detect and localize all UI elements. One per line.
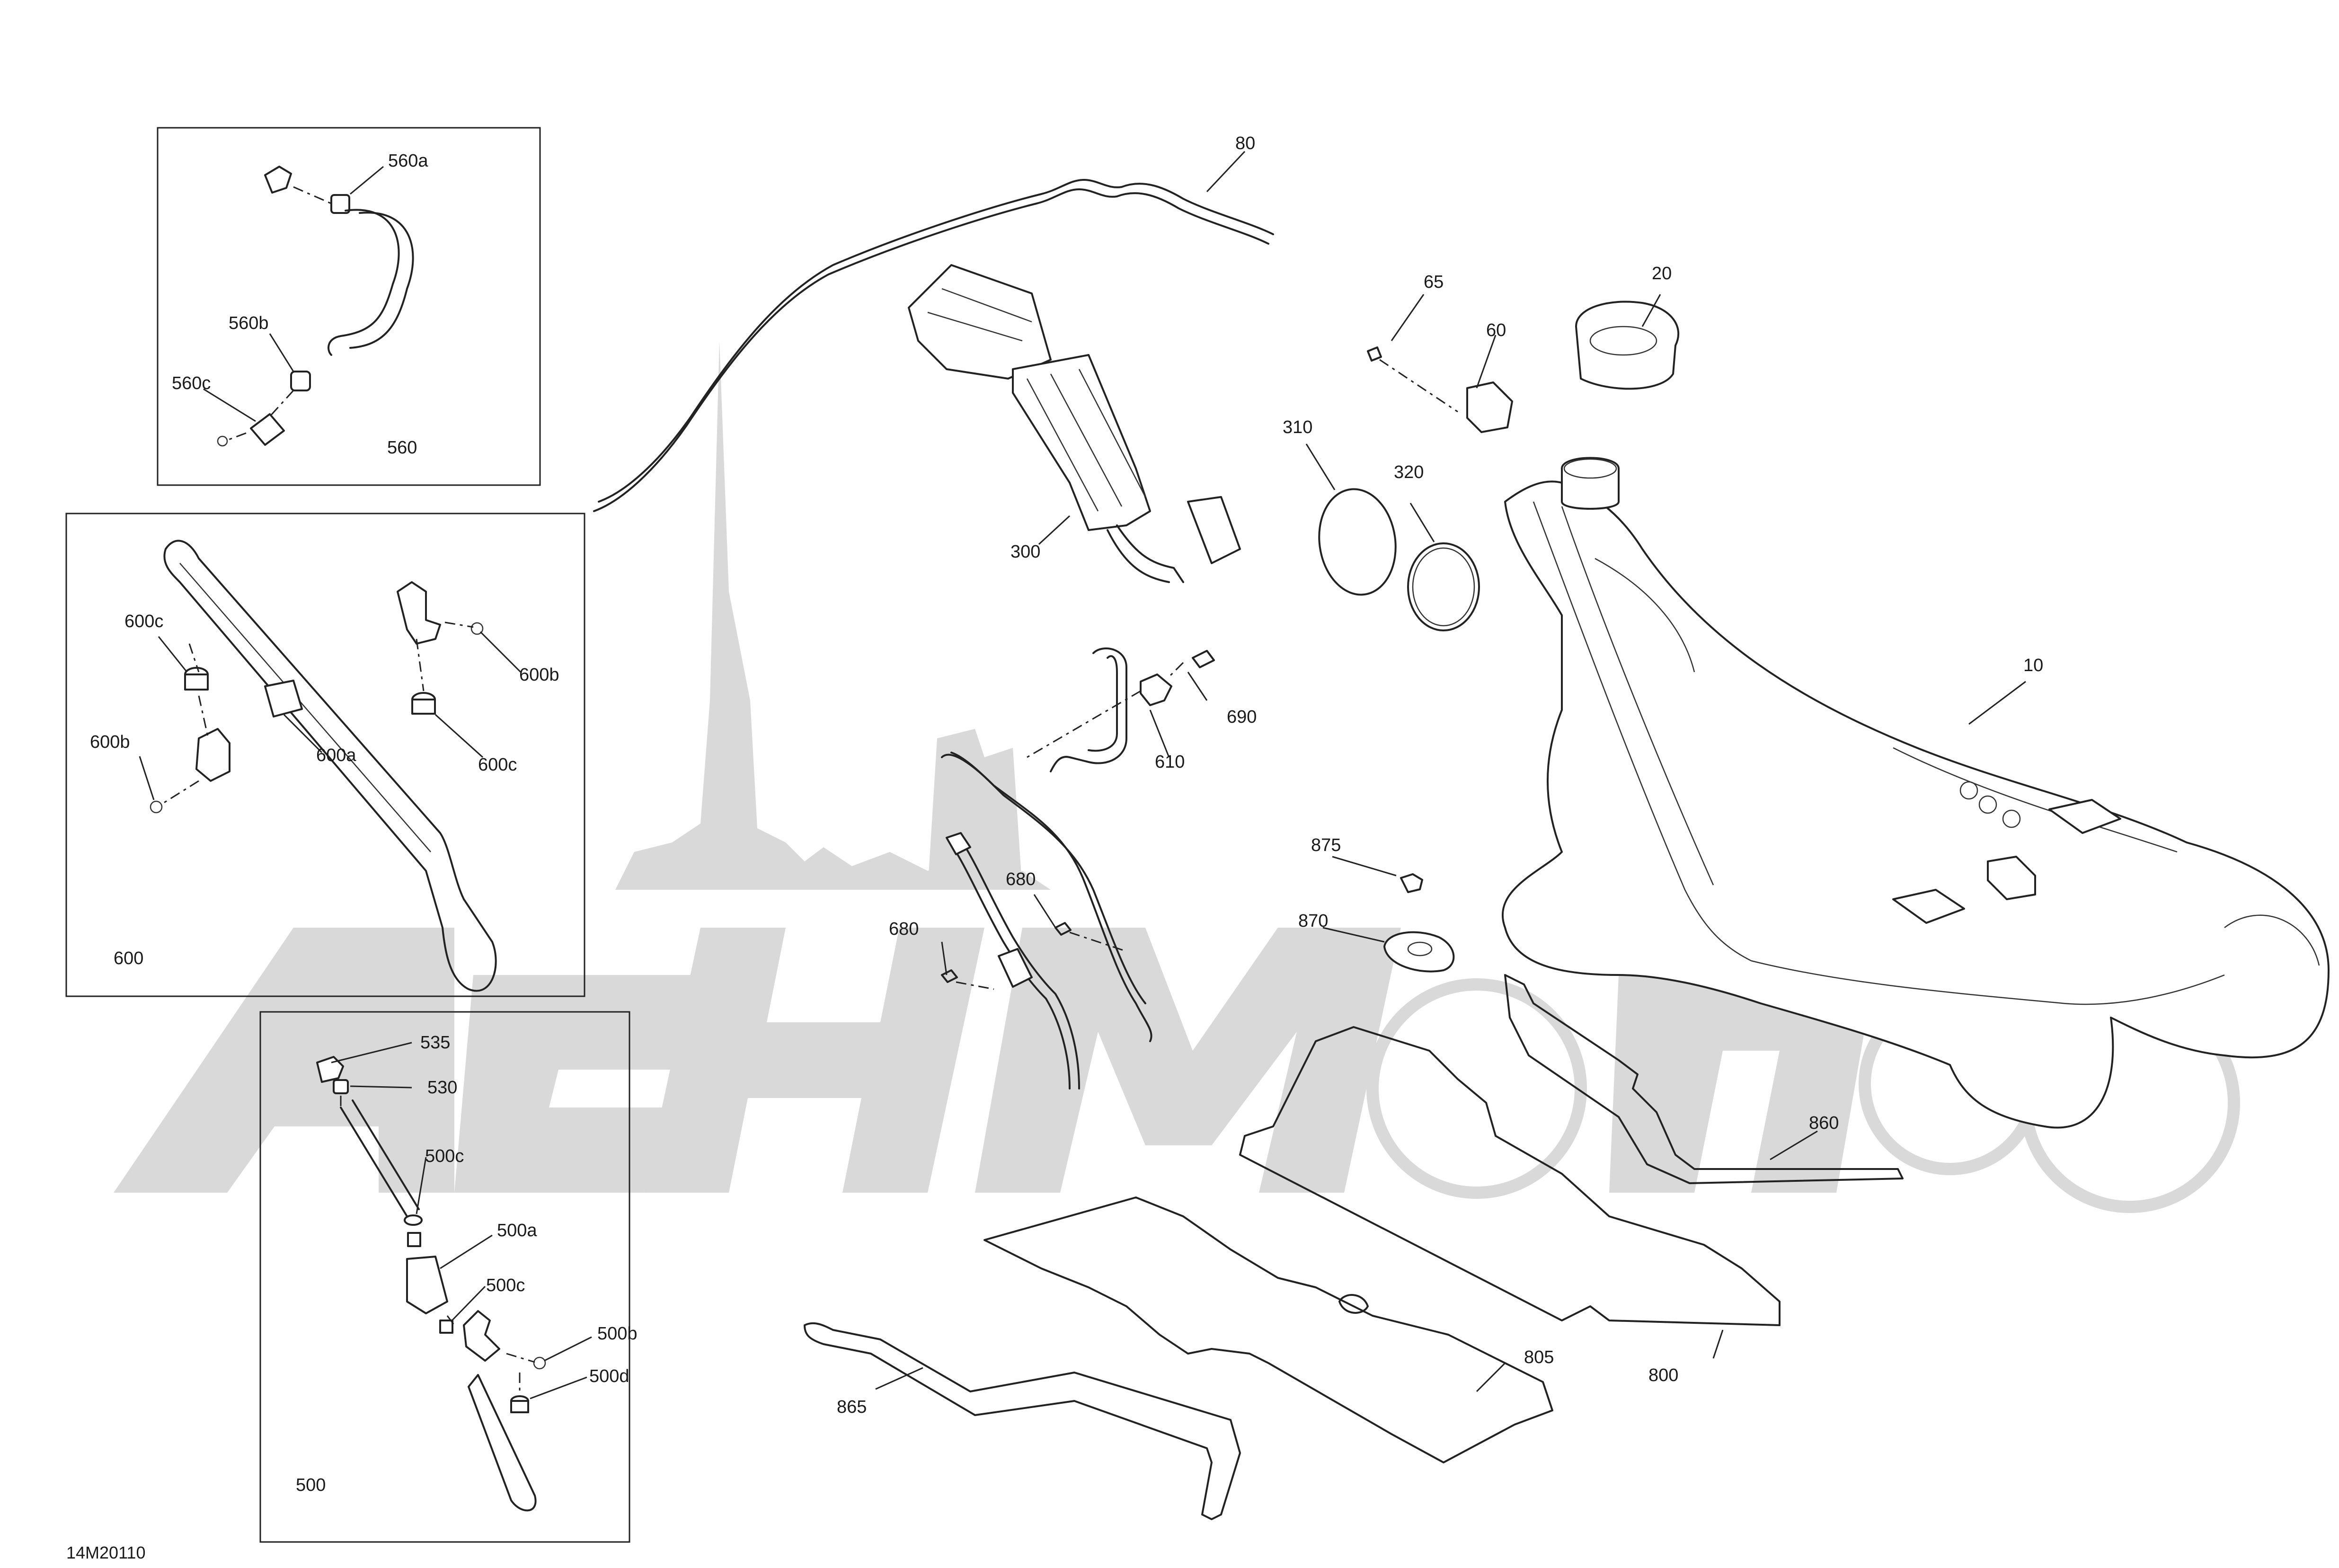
clip-610 — [1140, 673, 1172, 706]
screw-680-b — [941, 969, 958, 983]
leader-lines — [139, 151, 2026, 1400]
label-875: 875 — [1311, 835, 1341, 855]
valve-60 — [1466, 381, 1513, 433]
label-680-a: 680 — [1006, 869, 1036, 889]
filler-neck — [1561, 457, 1620, 510]
label-500c-upper: 500c — [425, 1146, 464, 1166]
fuel-filter-500a — [406, 1256, 448, 1314]
fuel-pump-300 — [908, 264, 1241, 583]
fitting-560a — [264, 166, 292, 194]
pad-870 — [1383, 931, 1455, 973]
bumper-875 — [1400, 873, 1423, 893]
fitting-600 — [195, 728, 230, 782]
label-610: 610 — [1155, 752, 1185, 772]
label-865: 865 — [837, 1397, 867, 1417]
watermark-wheel-left — [1366, 978, 1587, 1199]
part-labels: 80 65 60 20 310 320 300 10 690 610 875 8… — [90, 133, 2043, 1417]
label-300: 300 — [1010, 542, 1040, 562]
label-600b-right: 600b — [519, 665, 559, 685]
label-80: 80 — [1235, 133, 1255, 153]
part-group-500 — [316, 1056, 546, 1512]
diagram-reference-code: 14M20110 — [66, 1543, 145, 1562]
group-box-560 — [157, 127, 541, 486]
label-690: 690 — [1227, 707, 1257, 727]
vent-line-80 — [598, 179, 1274, 503]
label-500a: 500a — [497, 1221, 537, 1240]
label-870: 870 — [1298, 911, 1328, 931]
label-535: 535 — [420, 1033, 450, 1053]
label-560c: 560c — [172, 373, 211, 393]
part-group-600 — [150, 540, 497, 992]
screw-65 — [1367, 346, 1382, 362]
label-530: 530 — [427, 1078, 457, 1098]
bracket-860 — [1504, 974, 1904, 1184]
watermark-letter-a — [114, 928, 454, 1193]
group-label-600: 600 — [114, 948, 143, 968]
label-860: 860 — [1809, 1113, 1839, 1133]
label-560b: 560b — [229, 313, 269, 333]
group-box-600 — [65, 513, 585, 997]
label-500c-lower: 500c — [486, 1276, 525, 1295]
panel-805 — [983, 1196, 1553, 1463]
label-500d: 500d — [589, 1366, 629, 1386]
label-600c-right: 600c — [478, 755, 517, 775]
group-box-500 — [259, 1011, 630, 1543]
hose-600 — [163, 540, 497, 992]
group-label-500: 500 — [296, 1475, 326, 1495]
label-320: 320 — [1394, 462, 1424, 482]
group-label-560: 560 — [387, 438, 417, 458]
lock-ring-310 — [1318, 488, 1397, 596]
fitting-560c — [250, 413, 285, 446]
label-805: 805 — [1524, 1347, 1554, 1367]
label-680-b: 680 — [889, 919, 919, 939]
label-20: 20 — [1652, 264, 1672, 283]
seal-320 — [1407, 542, 1480, 631]
fuel-hose-assembly — [941, 647, 1215, 1090]
part-group-560 — [217, 166, 414, 447]
label-800: 800 — [1648, 1365, 1678, 1385]
label-60: 60 — [1486, 320, 1506, 340]
screw-680-a — [1054, 922, 1072, 936]
fitting-500b — [463, 1310, 500, 1362]
label-600b-left: 600b — [90, 732, 130, 752]
label-600a: 600a — [316, 745, 356, 765]
label-500b: 500b — [597, 1324, 638, 1344]
screw-690 — [1192, 650, 1215, 668]
fuel-cap-20 — [1575, 301, 1680, 390]
label-310: 310 — [1283, 417, 1312, 437]
panel-800 — [1239, 1026, 1781, 1326]
bracket-865 — [804, 1322, 1241, 1520]
label-65: 65 — [1424, 272, 1444, 292]
fuel-tank-10 — [1501, 457, 2330, 1129]
label-10: 10 — [2023, 656, 2043, 675]
label-600c-left: 600c — [124, 611, 163, 631]
label-560a: 560a — [388, 151, 428, 171]
